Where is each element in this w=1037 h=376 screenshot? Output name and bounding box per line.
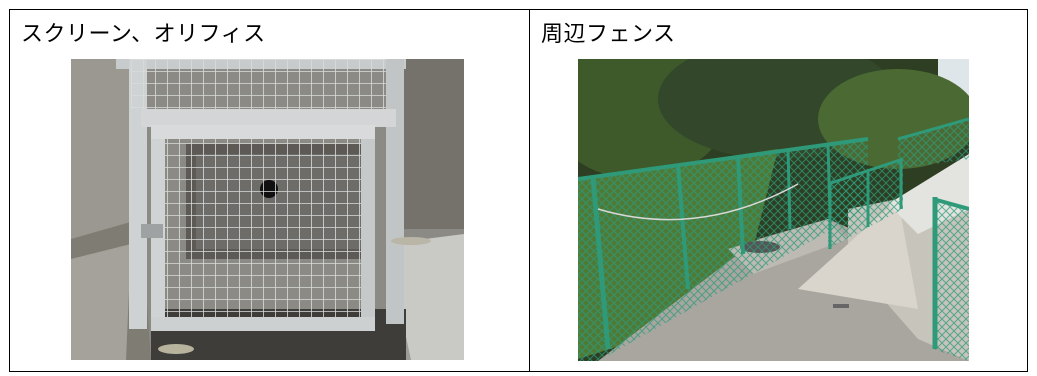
table-cell-fence: 周辺フェンス [530, 10, 1027, 371]
photo-surrounding-fence [578, 59, 969, 361]
cell-caption: スクリーン、オリフィス [21, 22, 266, 47]
fence-photo-image [578, 59, 969, 361]
photo-table: スクリーン、オリフィス [9, 9, 1028, 372]
cell-caption: 周辺フェンス [541, 22, 676, 47]
photo-screen-orifice [71, 59, 464, 360]
screen-photo-image [71, 59, 464, 360]
table-cell-screen: スクリーン、オリフィス [10, 10, 530, 371]
